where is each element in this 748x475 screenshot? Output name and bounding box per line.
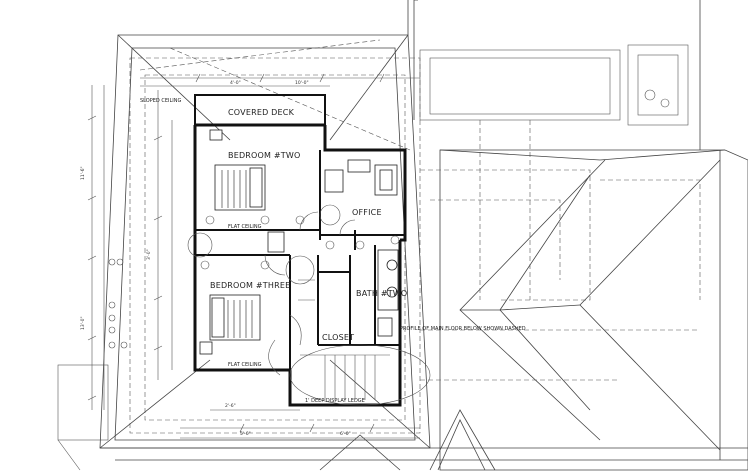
dimension-label: 2'-6" bbox=[225, 403, 236, 409]
dimension-label: 13'-0" bbox=[80, 316, 86, 330]
room-label-covered-deck: COVERED DECK bbox=[228, 108, 295, 117]
note-sloped-ceiling: SLOPED CEILING bbox=[140, 98, 181, 104]
dimension-label: 4'-0" bbox=[230, 80, 241, 86]
note-flat-ceiling-2: FLAT CEILING bbox=[228, 362, 262, 368]
room-label-office: OFFICE bbox=[352, 208, 382, 217]
dimension-labels: 4'-0" 10'-0" 11'-6" 3'-0" 5'-6" 6'-0" 13… bbox=[80, 80, 351, 437]
dimension-label: 10'-0" bbox=[295, 80, 309, 86]
interior-walls bbox=[195, 150, 405, 370]
note-profile: PROFILE OF MAIN FLOOR BELOW SHOWN DASHED bbox=[400, 326, 526, 332]
note-flat-ceiling-1: FLAT CEILING bbox=[228, 224, 262, 230]
main-floor-profile-dashed bbox=[129, 39, 701, 434]
dimension-label: 5'-6" bbox=[240, 431, 251, 437]
dimension-label: 6'-0" bbox=[340, 431, 351, 437]
roof-outline-lines bbox=[57, 0, 748, 471]
dimension-lines bbox=[87, 73, 420, 439]
exterior-walls bbox=[193, 94, 407, 407]
room-labels: COVERED DECK BEDROOM #TWO BEDROOM #THREE… bbox=[210, 108, 407, 342]
dimension-label: 3'-0" bbox=[146, 249, 152, 260]
fixtures bbox=[187, 129, 431, 406]
dimension-label: 11'-6" bbox=[80, 166, 86, 180]
room-label-bath-2: BATH #TWO bbox=[356, 289, 407, 298]
plan-notes: 1' DEEP DISPLAY LEDGE FLAT CEILING FLAT … bbox=[140, 98, 526, 404]
note-display-ledge: 1' DEEP DISPLAY LEDGE bbox=[305, 398, 365, 404]
room-label-bedroom-2: BEDROOM #TWO bbox=[228, 151, 301, 160]
left-scribble-marks bbox=[108, 258, 128, 349]
room-label-closet: CLOSET bbox=[322, 333, 354, 342]
room-label-bedroom-3: BEDROOM #THREE bbox=[210, 281, 290, 290]
